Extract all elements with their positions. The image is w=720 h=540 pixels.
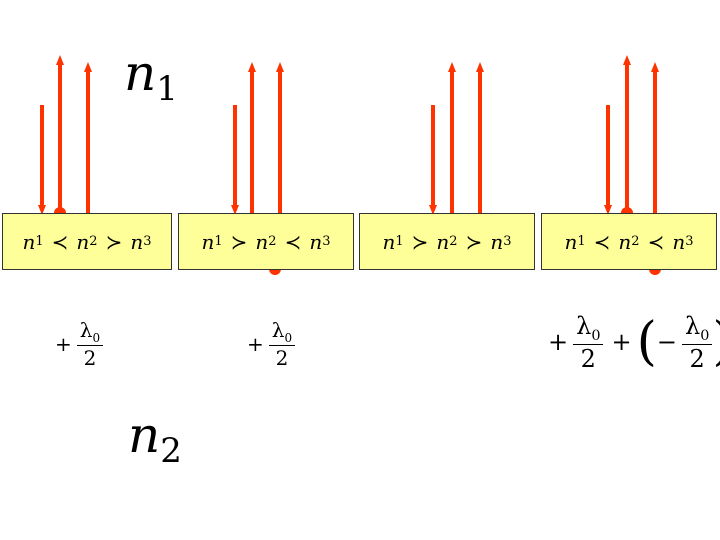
path-term-2: + λ0 2 xyxy=(247,318,296,370)
label-n2: n2 xyxy=(128,406,182,471)
label-n1: n1 xyxy=(124,44,178,109)
path-term-1: + λ0 2 xyxy=(55,318,104,370)
path-term-4: + λ0 2 + ( − λ0 2 ) xyxy=(548,312,720,373)
